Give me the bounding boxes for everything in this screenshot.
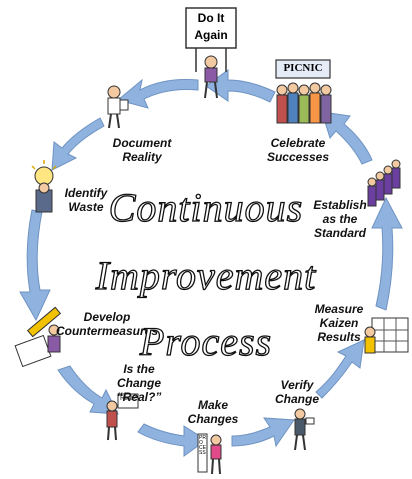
real-sign: Real? [120, 396, 136, 402]
label-line: as the [322, 212, 358, 226]
label-line: Reality [122, 150, 162, 164]
label-line: “Real?” [116, 390, 162, 404]
picnic-crowd-figure [275, 59, 332, 124]
title-line-continuous: Continuous [108, 185, 304, 230]
arrow-left-upper [51, 117, 105, 171]
do-it-again-figure [185, 7, 237, 99]
label-line: Establish [313, 198, 367, 212]
label-line: Celebrate [270, 136, 326, 150]
process-sign: PROCESS [199, 435, 206, 456]
arrow-right-upper [321, 111, 373, 165]
label-line: Kaizen [319, 316, 359, 330]
label-line: Document [112, 136, 172, 150]
label-measure-results: Measure Kaizen Results [304, 302, 374, 344]
make-changes-figure [197, 433, 222, 475]
label-verify-change: Verify Change [262, 378, 332, 406]
label-line: Identify [64, 186, 108, 200]
is-real-figure [106, 393, 139, 441]
label-identify-waste: Identify Waste [56, 186, 116, 214]
title-line-process: Process [139, 319, 273, 364]
label-line: Make [197, 398, 229, 412]
establish-standard-figure [367, 159, 401, 207]
label-line: Waste [68, 200, 104, 214]
label-line: Change [274, 392, 319, 406]
arrow-bottom-mid-right [231, 417, 295, 448]
sign-line-1: Do It [197, 11, 225, 25]
label-make-changes: Make Changes [178, 398, 248, 426]
label-document-reality: Document Reality [104, 136, 180, 164]
verify-change-figure [294, 408, 315, 451]
label-celebrate-successes: Celebrate Successes [258, 136, 338, 164]
label-line: Is the [123, 362, 155, 376]
label-line: Results [317, 330, 361, 344]
arrow-right-long [371, 196, 403, 311]
label-develop-countermeasures: Develop Countermeasures [52, 310, 162, 338]
measure-results-figure [364, 317, 409, 354]
title-line-improvement: Improvement [95, 253, 317, 298]
sign-line-2: Again [194, 28, 228, 42]
label-line: Countermeasures [55, 324, 159, 338]
label-is-change-real: Is the Change “Real?” [104, 362, 174, 404]
label-line: Changes [187, 412, 239, 426]
label-line: Develop [83, 310, 131, 324]
label-line: Standard [313, 226, 366, 240]
develop-countermeasures-figure [14, 306, 62, 368]
arrow-bottom-right [315, 339, 365, 399]
label-line: Successes [266, 150, 330, 164]
arrow-bottom-mid-left [137, 423, 207, 457]
label-line: Measure [314, 302, 364, 316]
label-line: Change [116, 376, 161, 390]
identify-waste-figure [31, 160, 57, 213]
arrow-top-left [116, 78, 199, 109]
do-it-again-sign: Do It Again [186, 10, 236, 44]
picnic-sign: PICNIC [283, 62, 323, 74]
label-establish-standard: Establish as the Standard [300, 198, 380, 240]
label-line: Verify [280, 378, 314, 392]
document-reality-figure [107, 85, 129, 129]
arrow-left-long [19, 209, 51, 322]
